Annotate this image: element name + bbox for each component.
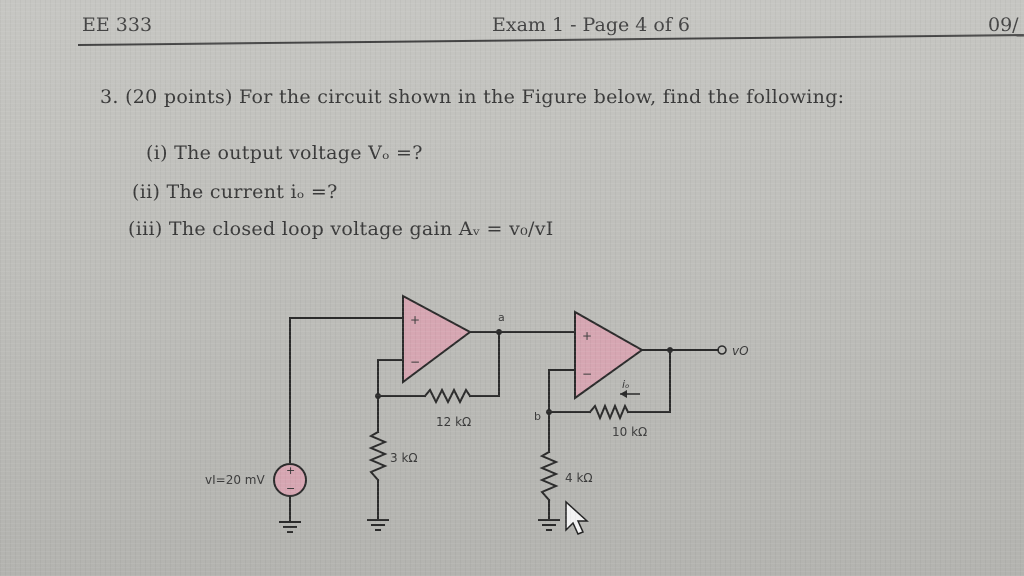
r3k-label: 3 kΩ [390, 451, 418, 465]
mouse-cursor-icon [565, 500, 589, 535]
opamp-1-minus: − [410, 355, 420, 369]
node-a-label: a [498, 311, 505, 324]
wire-feedback-2 [627, 349, 671, 413]
node-b-label: b [534, 410, 541, 423]
page-indicator: Exam 1 - Page 4 of 6 [492, 14, 690, 36]
current-label: iₒ [622, 378, 630, 391]
opamp-1 [402, 294, 472, 384]
ground-4k [538, 519, 560, 531]
wire-source-to-opamp1 [289, 317, 404, 465]
resistor-12k [423, 387, 472, 405]
ground-source [279, 521, 301, 533]
current-arrowhead [620, 390, 627, 398]
question-item-1: (i) The output voltage Vₒ =? [146, 142, 423, 164]
resistor-3k [368, 430, 388, 482]
wire-opamp2-minus [548, 369, 576, 453]
junction-a [496, 329, 502, 335]
question-statement: 3. (20 points) For the circuit shown in … [100, 86, 845, 108]
wire-feedback-1-left [377, 359, 426, 397]
question-item-3: (iii) The closed loop voltage gain Aᵥ = … [128, 218, 554, 240]
r4k-label: 4 kΩ [565, 471, 593, 485]
output-label: vO [732, 344, 749, 358]
source-label: vI=20 mV [205, 473, 265, 487]
r12k-label: 12 kΩ [436, 415, 471, 429]
question-item-2: (ii) The current iₒ =? [132, 181, 338, 203]
resistor-10k [588, 403, 630, 421]
r10k-label: 10 kΩ [612, 425, 647, 439]
opamp-2 [574, 310, 644, 400]
course-code: EE 333 [82, 14, 153, 36]
output-terminal [717, 345, 727, 355]
date-fragment: 09/ [988, 14, 1019, 36]
ground-3k [367, 519, 389, 531]
opamp-2-minus: − [582, 367, 592, 381]
junction-output [667, 347, 673, 353]
opamp-2-plus: + [582, 329, 592, 343]
junction-b [546, 409, 552, 415]
voltage-source [273, 463, 307, 497]
junction-3k [375, 393, 381, 399]
wire-feedback-1-right [469, 331, 500, 397]
source-plus: + [286, 464, 295, 477]
source-minus: − [286, 482, 295, 495]
resistor-4k [539, 450, 559, 502]
opamp-1-plus: + [410, 313, 420, 327]
